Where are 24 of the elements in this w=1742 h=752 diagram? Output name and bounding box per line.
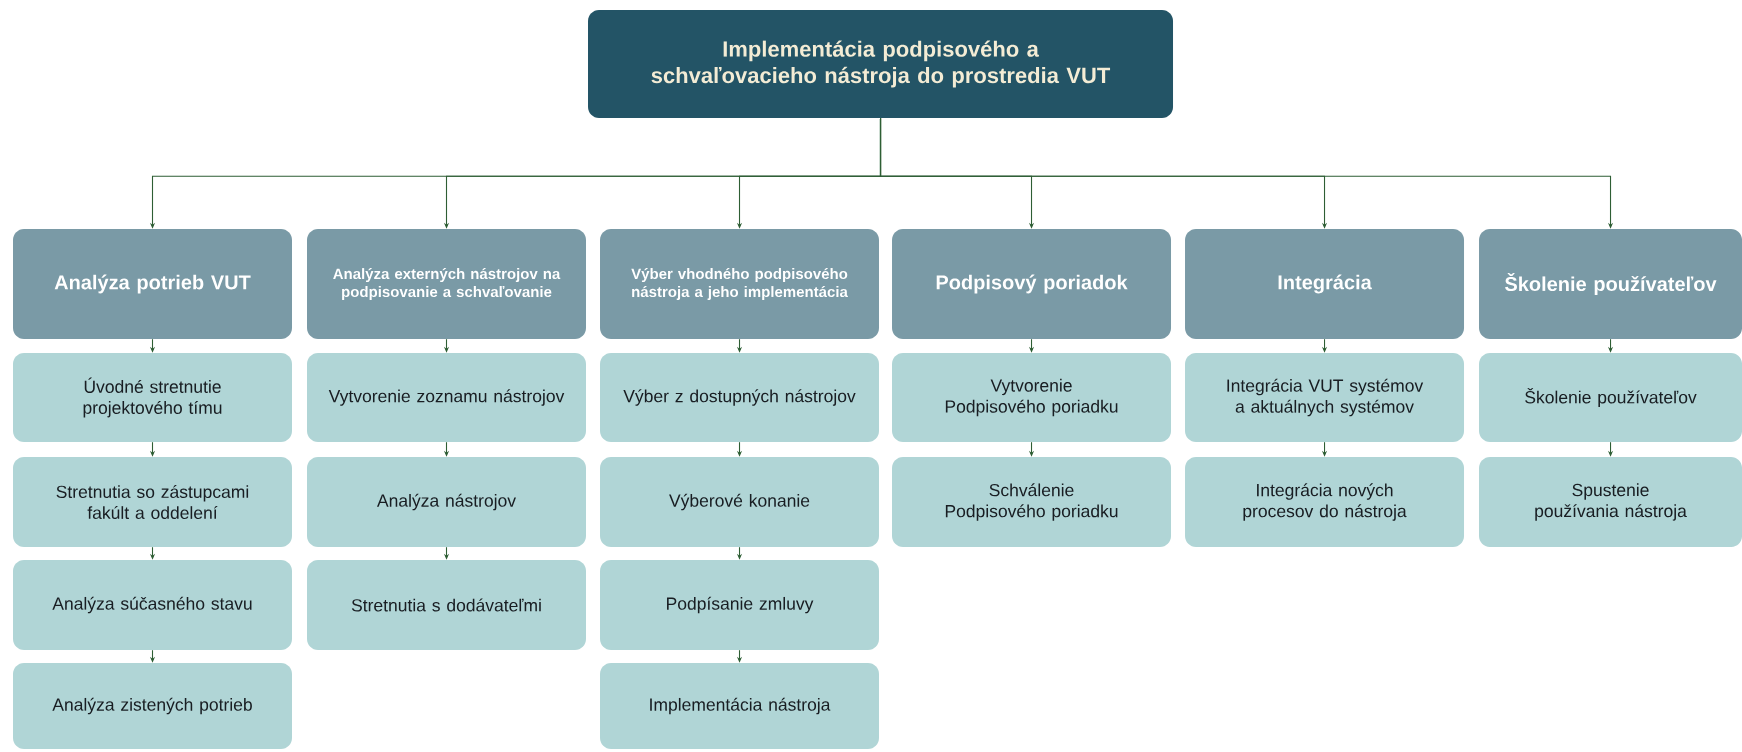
task-box: Stretnutia so zástupcami fakúlt a oddelení bbox=[13, 457, 292, 547]
task-box: Analýza zistených potrieb bbox=[13, 663, 292, 749]
task-box: Schválenie Podpisového poriadku bbox=[892, 457, 1171, 547]
task-box: Podpísanie zmluvy bbox=[600, 560, 879, 650]
task-box: Úvodné stretnutie projektového tímu bbox=[13, 353, 292, 442]
title-box: Implementácia podpisového a schvaľovacieho nástroja do prostredia VUT bbox=[588, 10, 1173, 118]
task-box: Spustenie používania nástroja bbox=[1479, 457, 1742, 547]
task-box: Analýza nástrojov bbox=[307, 457, 586, 547]
task-box: Výberové konanie bbox=[600, 457, 879, 547]
task-box: Školenie používateľov bbox=[1479, 353, 1742, 442]
phase-box: Podpisový poriadok bbox=[892, 229, 1171, 339]
task-box: Implementácia nástroja bbox=[600, 663, 879, 749]
task-box: Vytvorenie Podpisového poriadku bbox=[892, 353, 1171, 442]
phase-box: Školenie používateľov bbox=[1479, 229, 1742, 339]
task-box: Stretnutia s dodávateľmi bbox=[307, 560, 586, 650]
phase-box: Analýza potrieb VUT bbox=[13, 229, 292, 339]
task-box: Výber z dostupných nástrojov bbox=[600, 353, 879, 442]
phase-box: Výber vhodného podpisového nástroja a jeho implementácia bbox=[600, 229, 879, 339]
task-box: Integrácia VUT systémov a aktuálnych systémov bbox=[1185, 353, 1464, 442]
task-box: Analýza súčasného stavu bbox=[13, 560, 292, 650]
task-box: Integrácia nových procesov do nástroja bbox=[1185, 457, 1464, 547]
task-box: Vytvorenie zoznamu nástrojov bbox=[307, 353, 586, 442]
phase-box: Integrácia bbox=[1185, 229, 1464, 339]
phase-box: Analýza externých nástrojov na podpisovanie a schvaľovanie bbox=[307, 229, 586, 339]
